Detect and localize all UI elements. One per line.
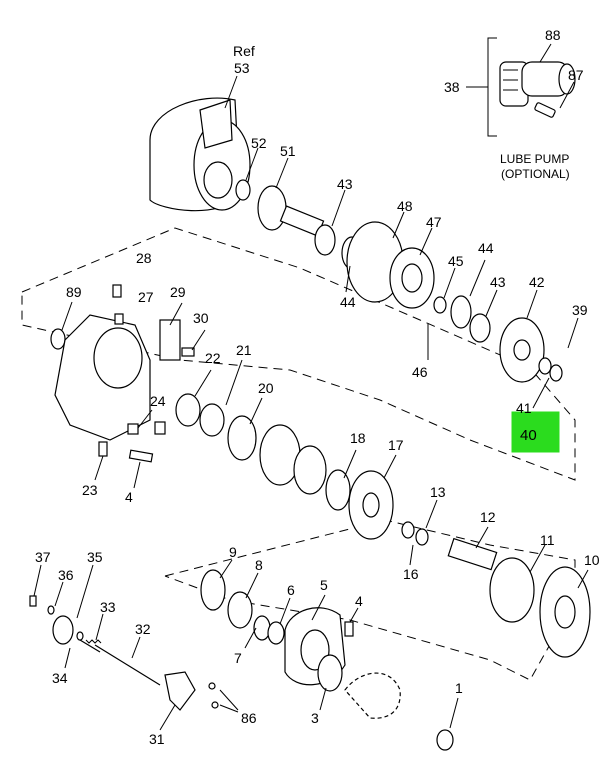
callout-40[interactable]: 40 xyxy=(520,427,537,444)
callout-13: 13 xyxy=(430,484,446,500)
callout-23: 23 xyxy=(82,482,98,498)
callout-38: 38 xyxy=(444,79,460,95)
lube-pump-assembly xyxy=(499,43,576,107)
callout-44-left: 44 xyxy=(340,294,356,310)
callout-9: 9 xyxy=(229,544,237,560)
callout-36: 36 xyxy=(58,567,74,583)
callout-52: 52 xyxy=(251,135,267,151)
callout-11: 11 xyxy=(540,532,555,548)
callout-4-middle: 4 xyxy=(125,489,133,505)
callout-22: 22 xyxy=(205,350,221,366)
lube-pump-caption-1: LUBE PUMP xyxy=(500,152,569,166)
callout-34: 34 xyxy=(52,670,68,686)
callout-48: 48 xyxy=(397,198,413,214)
callout-43-right: 43 xyxy=(490,274,506,290)
callout-51: 51 xyxy=(280,143,296,159)
callout-86: 86 xyxy=(241,710,257,726)
callout-88: 88 xyxy=(545,27,561,43)
callout-33: 33 xyxy=(100,599,116,615)
upper-shaft-parts xyxy=(235,147,579,409)
callout-8: 8 xyxy=(255,557,263,573)
callout-42: 42 xyxy=(529,274,545,290)
callout-18: 18 xyxy=(350,430,366,446)
highlight-box-part-40[interactable] xyxy=(511,411,560,453)
callout-4-lower: 4 xyxy=(355,593,363,609)
callout-53: 53 xyxy=(234,60,250,76)
transfer-case-housing xyxy=(149,75,251,212)
lower-assembly-parts xyxy=(200,526,591,751)
lube-pump-bracket xyxy=(487,37,497,137)
callout-35: 35 xyxy=(87,549,103,565)
callout-44-right: 44 xyxy=(478,240,494,256)
callout-29: 29 xyxy=(170,284,186,300)
callout-32: 32 xyxy=(135,621,151,637)
callout-87: 87 xyxy=(568,67,584,83)
callout-47: 47 xyxy=(426,214,442,230)
callout-16: 16 xyxy=(403,566,419,582)
callout-7: 7 xyxy=(234,650,242,666)
callout-30: 30 xyxy=(193,310,209,326)
callout-28: 28 xyxy=(136,250,152,266)
callout-5: 5 xyxy=(320,577,328,593)
callout-10: 10 xyxy=(584,552,600,568)
callout-37: 37 xyxy=(35,549,51,565)
callout-6: 6 xyxy=(287,582,295,598)
callout-3: 3 xyxy=(311,710,319,726)
callout-43-upper: 43 xyxy=(337,176,353,192)
callout-12: 12 xyxy=(480,509,496,525)
left-housing-parts xyxy=(50,284,438,566)
lube-pump-caption-2: (OPTIONAL) xyxy=(501,167,570,181)
callout-46: 46 xyxy=(412,364,428,380)
dashed-group-outline-upper xyxy=(21,227,576,481)
callout-31: 31 xyxy=(149,731,165,747)
callout-45: 45 xyxy=(448,253,464,269)
lube-pump-bolt xyxy=(534,81,575,118)
shift-rod-assembly xyxy=(29,564,239,731)
callout-24: 24 xyxy=(150,393,166,409)
callout-20: 20 xyxy=(258,380,274,396)
callout-39: 39 xyxy=(572,302,588,318)
callout-17: 17 xyxy=(388,437,404,453)
callout-21: 21 xyxy=(236,342,252,358)
callout-1: 1 xyxy=(455,680,463,696)
callout-89: 89 xyxy=(66,284,82,300)
callout-41: 41 xyxy=(516,400,532,416)
callout-27: 27 xyxy=(138,289,154,305)
ref-label: Ref xyxy=(233,43,255,59)
